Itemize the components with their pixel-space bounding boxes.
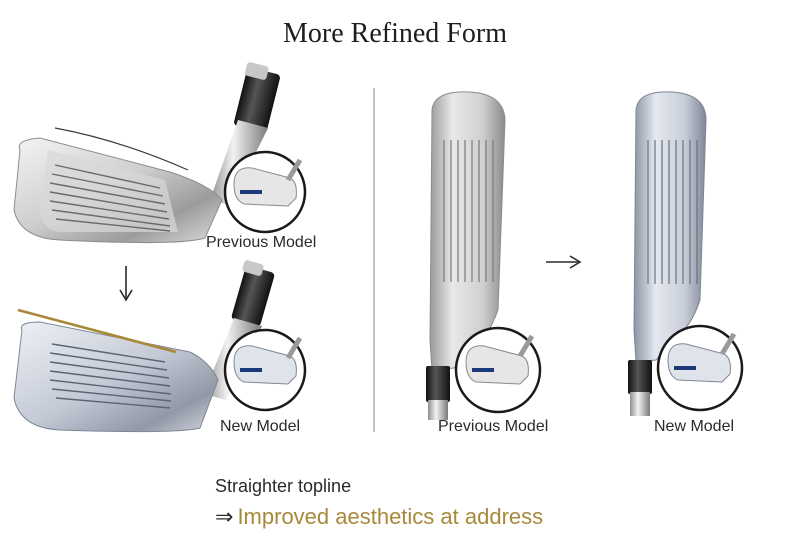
label-new-model-right: New Model [654, 418, 735, 435]
previous-model-iron-front [426, 91, 506, 420]
previous-model-front-inset [454, 326, 542, 414]
arrow-down-icon [119, 266, 133, 302]
caption-topline: Straighter topline [215, 476, 352, 496]
previous-model-inset [223, 150, 307, 234]
label-previous-model-right: Previous Model [438, 418, 549, 435]
label-new-model-left: New Model [220, 418, 301, 435]
arrow-right-icon [546, 255, 582, 269]
new-model-inset [223, 328, 307, 412]
label-previous-model-left: Previous Model [206, 234, 317, 251]
caption-benefit: ⇒Improved aesthetics at address [215, 504, 543, 530]
implies-arrow-icon: ⇒ [215, 504, 234, 529]
previous-model-iron-side [13, 62, 280, 244]
caption-benefit-text: Improved aesthetics at address [237, 504, 544, 529]
page-title: More Refined Form [283, 18, 507, 49]
new-model-iron-front [628, 91, 707, 416]
new-model-front-inset [656, 324, 744, 412]
